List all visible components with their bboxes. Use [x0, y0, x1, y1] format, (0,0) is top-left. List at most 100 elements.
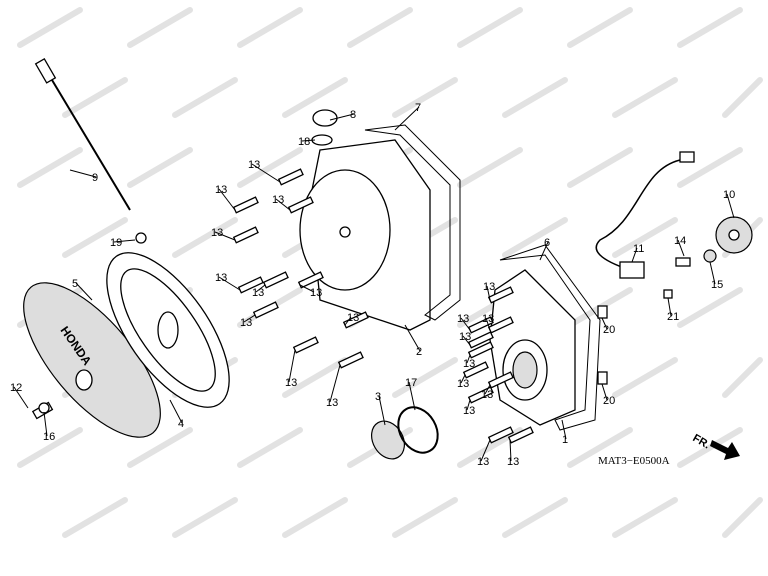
callout-13: 13	[248, 159, 260, 171]
leader-line	[329, 364, 341, 403]
callout-4: 4	[178, 418, 184, 430]
watermark-mark	[237, 427, 303, 468]
leader-line	[404, 324, 421, 352]
callout-19: 19	[110, 237, 122, 249]
callout-5: 5	[72, 278, 78, 290]
leader-line	[288, 349, 296, 383]
clutch-cover-2	[299, 139, 431, 331]
watermark-mark	[722, 357, 763, 398]
watermark-mark	[502, 217, 568, 258]
bolt	[292, 336, 319, 354]
watermark-mark	[567, 7, 633, 48]
callout-14: 14	[674, 235, 686, 247]
outer-cover-5: HONDA	[23, 282, 161, 438]
watermark-mark	[457, 7, 523, 48]
washer-15	[703, 249, 717, 263]
watermark-mark	[172, 77, 238, 118]
leader-line	[113, 239, 136, 243]
o-ring-17	[397, 406, 439, 454]
callout-10: 10	[723, 189, 735, 201]
inner-plate-4	[106, 252, 230, 408]
watermark-mark	[392, 497, 458, 538]
watermark-mark	[282, 357, 348, 398]
leader-line	[601, 383, 608, 401]
bolt-21	[663, 289, 673, 299]
watermark-mark	[127, 147, 193, 188]
leader-line	[218, 188, 236, 211]
callout-13: 13	[457, 313, 469, 325]
watermark-mark	[17, 427, 83, 468]
callout-11: 11	[633, 243, 644, 255]
callout-8: 8	[350, 109, 356, 121]
callout-13: 13	[326, 397, 338, 409]
leader-line	[75, 282, 93, 301]
leader-line	[344, 316, 352, 326]
leader-line	[460, 317, 471, 331]
leader-line	[69, 169, 97, 178]
callout-18: 18	[298, 136, 310, 148]
watermark-mark	[172, 497, 238, 538]
leader-line	[601, 317, 608, 330]
dowel-20a	[597, 305, 608, 319]
watermark-mark	[722, 77, 763, 118]
leader-line	[709, 261, 716, 285]
bolt	[232, 226, 259, 244]
bolt-14	[675, 257, 691, 267]
callout-20: 20	[603, 395, 615, 407]
watermark-mark	[612, 77, 678, 118]
callout-13: 13	[211, 227, 223, 239]
callout-13: 13	[463, 405, 475, 417]
watermark-mark	[62, 217, 128, 258]
callout-20: 20	[603, 324, 615, 336]
callout-13: 13	[240, 317, 252, 329]
leader-line	[43, 411, 48, 437]
leader-line	[677, 239, 685, 257]
watermark-mark	[677, 7, 743, 48]
leader-line	[462, 335, 471, 346]
watermark-mark	[62, 497, 128, 538]
callout-13: 13	[272, 194, 284, 206]
watermark-mark	[282, 497, 348, 538]
watermark-mark	[677, 287, 743, 328]
leader-line	[408, 381, 416, 411]
leader-line	[539, 241, 549, 261]
leader-line	[466, 354, 471, 364]
callout-13: 13	[507, 456, 519, 468]
watermark-mark	[17, 147, 83, 188]
dipstick	[34, 57, 147, 244]
callout-13: 13	[285, 377, 297, 389]
leader-line	[169, 399, 183, 424]
oil-seal-3	[371, 420, 405, 460]
leader-line	[466, 399, 471, 411]
watermark-mark	[127, 7, 193, 48]
bolt	[277, 168, 304, 186]
gasket-7	[364, 124, 461, 321]
leader-line	[561, 419, 567, 440]
dowel-20b	[597, 371, 608, 385]
callout-13: 13	[463, 358, 475, 370]
callout-13: 13	[482, 313, 494, 325]
leader-line	[255, 284, 266, 293]
callout-13: 13	[459, 331, 471, 343]
callout-13: 13	[310, 287, 322, 299]
watermark-mark	[502, 77, 568, 118]
bolt	[507, 426, 534, 444]
leader-line	[394, 106, 420, 131]
callout-16: 16	[43, 431, 55, 443]
callout-13: 13	[252, 287, 264, 299]
watermark-mark	[172, 217, 238, 258]
watermark-mark	[567, 147, 633, 188]
leader-line	[726, 193, 735, 219]
callout-1: 1	[562, 434, 568, 446]
callout-13: 13	[483, 281, 495, 293]
diagram-code: MAT3−E0500A	[598, 455, 670, 467]
leader-line	[13, 386, 29, 409]
bolt	[337, 351, 364, 369]
watermark-mark	[612, 357, 678, 398]
bolt	[262, 271, 289, 289]
callout-3: 3	[375, 391, 381, 403]
watermark-mark	[612, 497, 678, 538]
watermark-mark	[612, 217, 678, 258]
